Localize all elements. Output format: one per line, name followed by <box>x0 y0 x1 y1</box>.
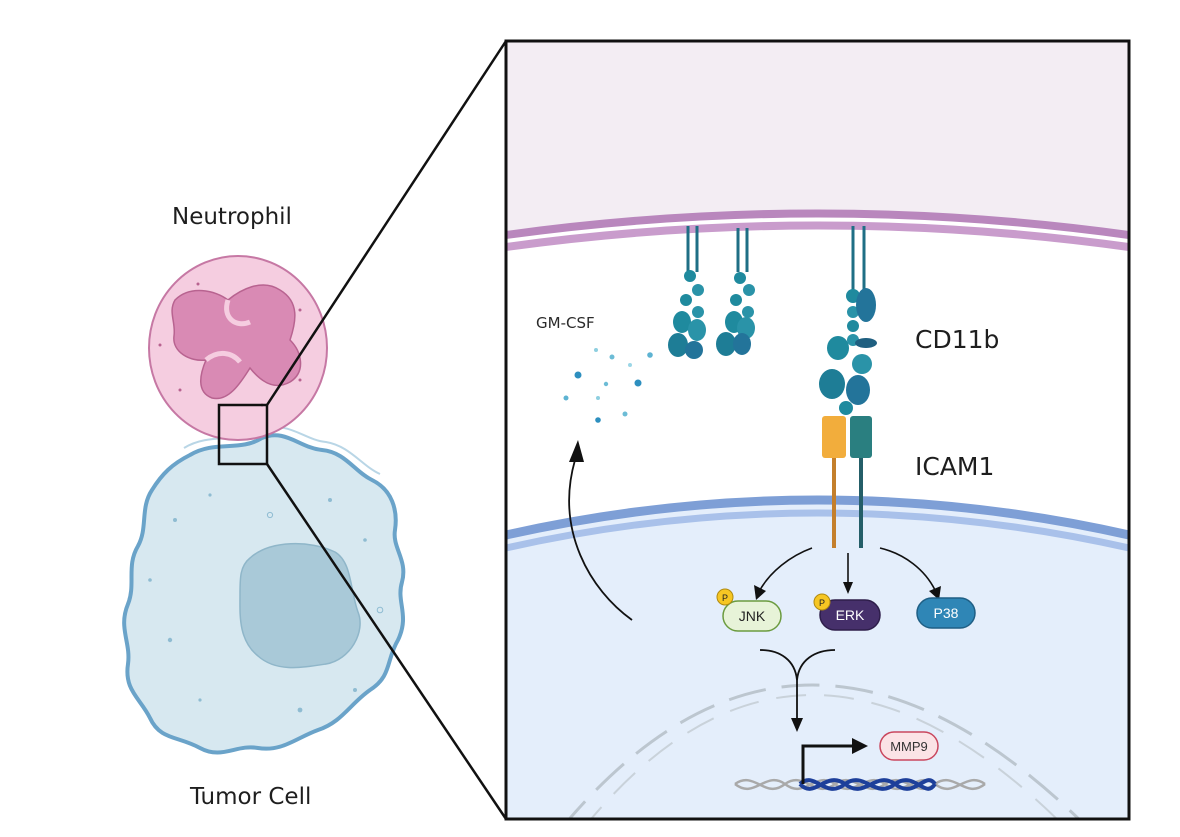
tumor-cytoplasm <box>506 500 1129 819</box>
neutrophil-cytoplasm <box>506 41 1129 235</box>
p38-kinase: P38 <box>916 597 976 629</box>
integrin-cd11b-left <box>668 226 706 359</box>
nucleus-lobe-gap <box>224 299 251 327</box>
nuclear-envelope-outer <box>567 683 1081 819</box>
neutrophil-membrane-inner <box>506 221 1129 251</box>
icam1-label: ICAM1 <box>915 452 995 481</box>
mmp9-label: MMP9 <box>890 739 928 754</box>
integrin-cd11b-main <box>819 226 877 415</box>
arrow-to-p38-head <box>929 586 941 600</box>
mmp9-gene-product: MMP9 <box>879 731 939 761</box>
arrow-to-jnk-head <box>754 585 766 600</box>
zoom-region-box <box>217 403 269 466</box>
zoom-connector-bottom <box>265 463 508 820</box>
secretion-arrowhead <box>569 440 584 462</box>
tumor-membrane-inner <box>506 509 1129 552</box>
neutrophil-label: Neutrophil <box>172 204 292 230</box>
gm-csf-label: GM-CSF <box>536 314 595 332</box>
jnk-label: JNK <box>739 608 766 624</box>
phospho-badge-erk <box>813 593 831 611</box>
phospho-label-erk: P <box>819 598 825 608</box>
arrow-to-p38 <box>879 547 936 591</box>
integrin-cd11b-middle <box>716 228 755 356</box>
erk-kinase: ERK P <box>813 593 881 631</box>
secretion-arrow <box>568 459 633 621</box>
zoom-panel-border <box>504 39 1131 821</box>
tumor-vesicles <box>148 493 384 713</box>
cd11b-label: CD11b <box>915 325 1000 354</box>
zoom-panel-content <box>506 41 1129 819</box>
tumor-nucleus <box>239 542 361 669</box>
transcription-arrowhead <box>852 738 868 754</box>
tumor-cell-label: Tumor Cell <box>190 784 312 810</box>
arrow-to-jnk <box>759 547 813 591</box>
p38-label: P38 <box>934 605 959 621</box>
nucleus-lobe-gap <box>204 351 242 364</box>
transcription-start-arrow <box>801 744 855 784</box>
tumor-membrane-outer <box>506 495 1129 540</box>
jnk-kinase: JNK P <box>716 588 782 632</box>
erk-label: ERK <box>836 607 865 623</box>
arrow-to-erk-head <box>843 582 853 594</box>
gm-csf-particles <box>563 348 653 423</box>
neutrophil-nucleus <box>171 284 302 400</box>
phospho-label-jnk: P <box>722 593 728 603</box>
zoom-connector-top <box>265 40 508 406</box>
neutrophil-membrane-outer <box>506 209 1129 239</box>
arrow-to-nucleus-head <box>791 718 803 732</box>
dna-helix <box>734 778 986 791</box>
icam1-receptor <box>822 416 872 548</box>
phospho-badge-jnk <box>716 588 734 606</box>
